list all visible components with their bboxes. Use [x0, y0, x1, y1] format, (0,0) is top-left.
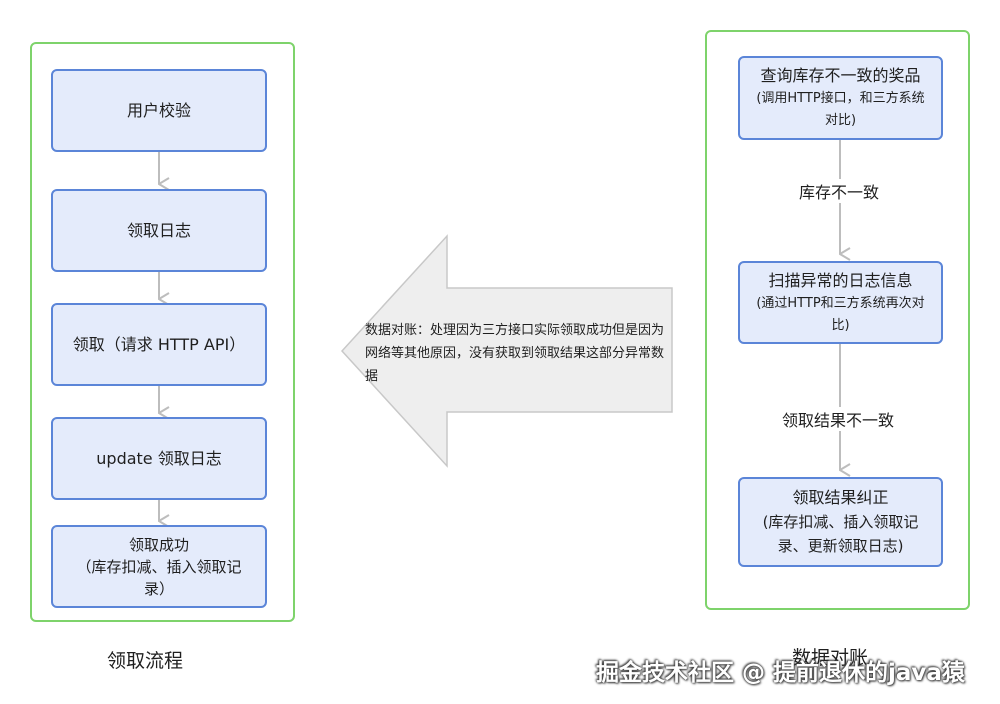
step-title: 领取成功: [128, 535, 189, 554]
reconciliation-caption: 数据对账: [792, 647, 869, 669]
edge-label-inventory-mismatch: 库存不一致: [795, 179, 884, 203]
step-title: 领取日志: [126, 220, 191, 240]
claim-flow-caption: 领取流程: [107, 650, 184, 672]
step-scan-logs: 扫描异常的日志信息 (通过HTTP和三方系统再次对比): [738, 261, 943, 344]
step-user-verify: 用户校验: [51, 69, 267, 152]
step-subtitle: (调用HTTP接口，和三方系统对比): [756, 91, 925, 128]
step-title: update 领取日志: [96, 448, 222, 468]
step-title: 扫描异常的日志信息: [768, 270, 913, 290]
step-subtitle: （库存扣减、插入领取记录）: [76, 557, 242, 598]
step-correct-result: 领取结果纠正 (库存扣减、插入领取记录、更新领取日志): [738, 477, 943, 567]
step-title: 领取结果纠正: [792, 488, 889, 507]
step-subtitle: (库存扣减、插入领取记录、更新领取日志): [762, 513, 919, 555]
step-claim-log: 领取日志: [51, 189, 267, 272]
big-arrow-text: 数据对账：处理因为三方接口实际领取成功但是因为网络等其他原因，没有获取到领取结果…: [365, 323, 665, 384]
big-left-arrow: [340, 234, 673, 468]
step-title: 用户校验: [126, 100, 191, 120]
step-query-inventory: 查询库存不一致的奖品 (调用HTTP接口，和三方系统对比): [738, 56, 943, 140]
step-update-log: update 领取日志: [51, 417, 267, 500]
step-title: 领取（请求 HTTP API）: [72, 334, 246, 354]
step-claim-success: 领取成功 （库存扣减、插入领取记录）: [51, 525, 267, 608]
step-title: 查询库存不一致的奖品: [760, 66, 921, 85]
edge-label-result-mismatch: 领取结果不一致: [778, 407, 899, 431]
watermark: 掘金技术社区 @ 提前退休的java猿: [596, 660, 965, 686]
step-claim-http: 领取（请求 HTTP API）: [51, 303, 267, 386]
step-subtitle: (通过HTTP和三方系统再次对比): [756, 295, 925, 333]
